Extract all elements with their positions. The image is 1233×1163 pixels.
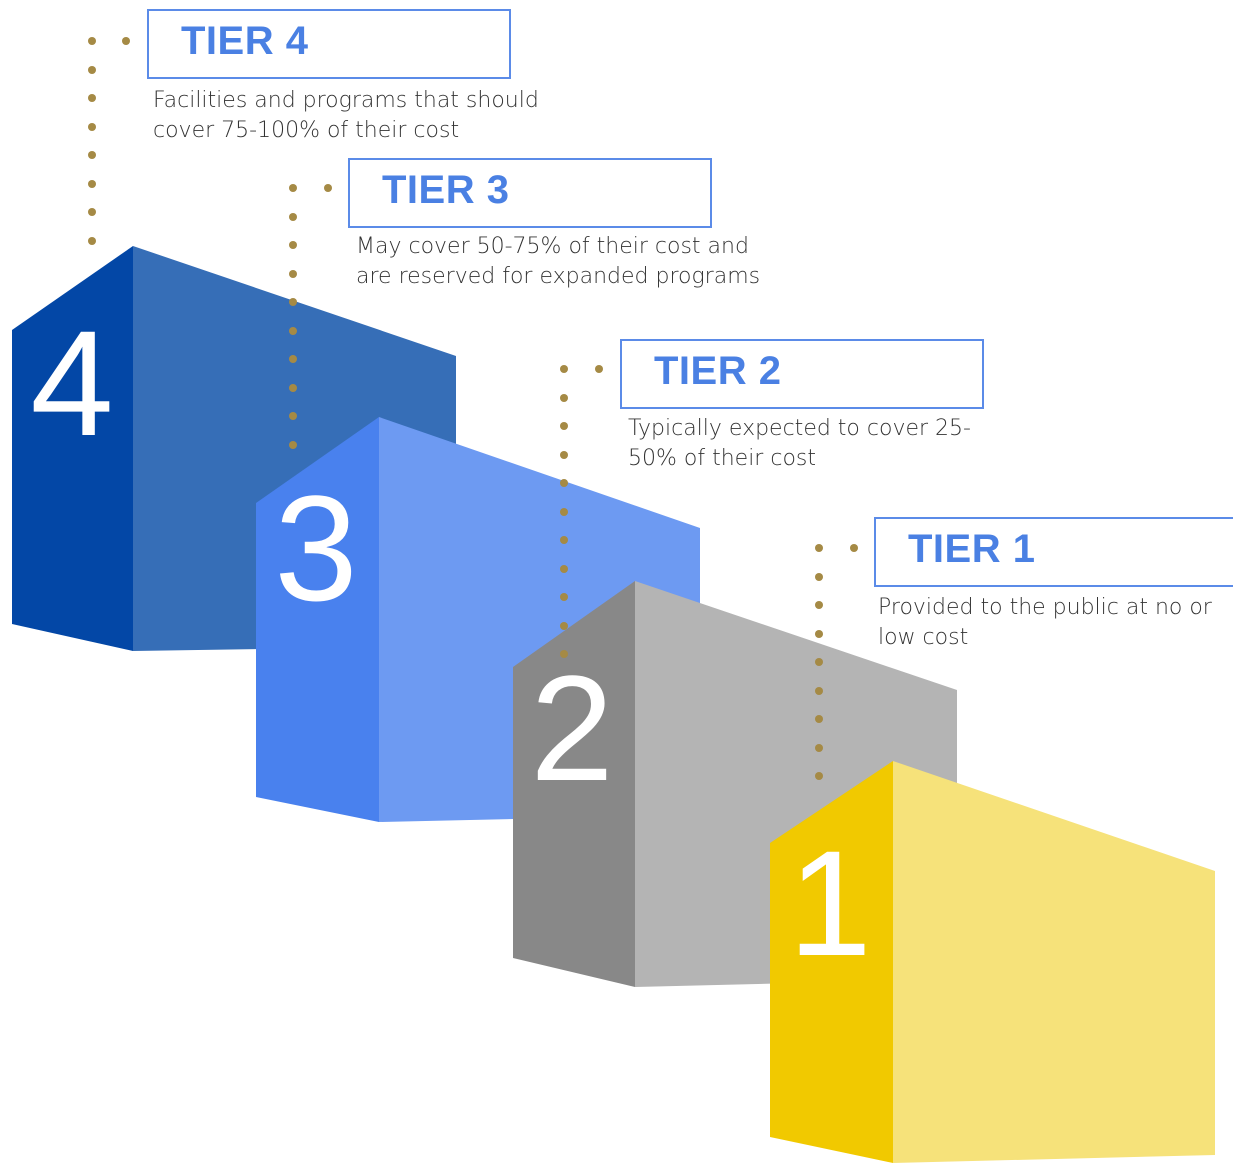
connector-dot: [560, 536, 568, 544]
tier-3-block-front: [256, 417, 379, 822]
connector-dot: [560, 365, 568, 373]
connector-dot: [815, 744, 823, 752]
tier-1-block-front: [770, 761, 893, 1163]
connector-dot: [88, 180, 96, 188]
tier-3-number: 3: [274, 464, 357, 632]
tier-2-description: Typically expected to cover 25-50% of th…: [628, 416, 971, 471]
connector-dot: [88, 123, 96, 131]
connector-dot: [815, 658, 823, 666]
connector-dot: [560, 622, 568, 630]
connector-dot: [560, 394, 568, 402]
tier-4-number: 4: [30, 299, 113, 467]
connector-dot: [289, 241, 297, 249]
connector-dot: [289, 213, 297, 221]
connector-dot: [560, 508, 568, 516]
connector-dot: [289, 412, 297, 420]
tier-1-title: TIER 1: [908, 527, 1036, 571]
connector-dot: [850, 544, 858, 552]
connector-dot: [88, 208, 96, 216]
tier-3-description: May cover 50-75% of their cost and are r…: [356, 234, 761, 289]
tier-1-connector: [815, 544, 858, 780]
connector-dot: [560, 593, 568, 601]
tier-2-title: TIER 2: [654, 349, 782, 393]
connector-dot: [815, 544, 823, 552]
connector-dot: [289, 384, 297, 392]
connector-dot: [88, 37, 96, 45]
connector-dot: [560, 422, 568, 430]
tier-4-description: Facilities and programs that should cove…: [153, 88, 539, 143]
connector-dot: [122, 37, 130, 45]
connector-dot: [815, 715, 823, 723]
connector-dot: [88, 66, 96, 74]
connector-dot: [815, 687, 823, 695]
tier-3-title-box: TIER 3: [348, 158, 712, 228]
tier-4-block-front: [12, 246, 133, 651]
connector-dot: [815, 772, 823, 780]
connector-dot: [560, 479, 568, 487]
tier-4-title: TIER 4: [181, 19, 309, 63]
connector-dot: [560, 565, 568, 573]
connector-dot: [88, 151, 96, 159]
tier-1-title-box: TIER 1: [874, 517, 1233, 587]
connector-dot: [324, 184, 332, 192]
connector-dot: [289, 298, 297, 306]
tier-1-block: 1: [770, 761, 1215, 1163]
tier-4-connector: [88, 37, 130, 245]
connector-dot: [289, 355, 297, 363]
tier-2-connector: [560, 365, 603, 658]
connector-dot: [289, 441, 297, 449]
connector-dot: [88, 94, 96, 102]
connector-dot: [815, 573, 823, 581]
tier-1-block-side: [893, 761, 1215, 1163]
tier-1-description: Provided to the public at no or low cost: [878, 595, 1212, 650]
connector-dot: [88, 237, 96, 245]
connector-dot: [289, 184, 297, 192]
connector-dot: [560, 451, 568, 459]
tier-2-title-box: TIER 2: [620, 339, 984, 409]
connector-dot: [815, 630, 823, 638]
tier-4-title-box: TIER 4: [147, 9, 511, 79]
tier-1-number: 1: [788, 819, 871, 987]
tier-3-title: TIER 3: [382, 168, 510, 212]
dotted-connectors: [88, 37, 858, 780]
connector-dot: [815, 601, 823, 609]
connector-dot: [289, 270, 297, 278]
tier-2-number: 2: [530, 644, 613, 812]
tier-2-block-front: [513, 581, 635, 987]
connector-dot: [595, 365, 603, 373]
tier-3-connector: [289, 184, 332, 449]
connector-dot: [289, 327, 297, 335]
connector-dot: [560, 650, 568, 658]
